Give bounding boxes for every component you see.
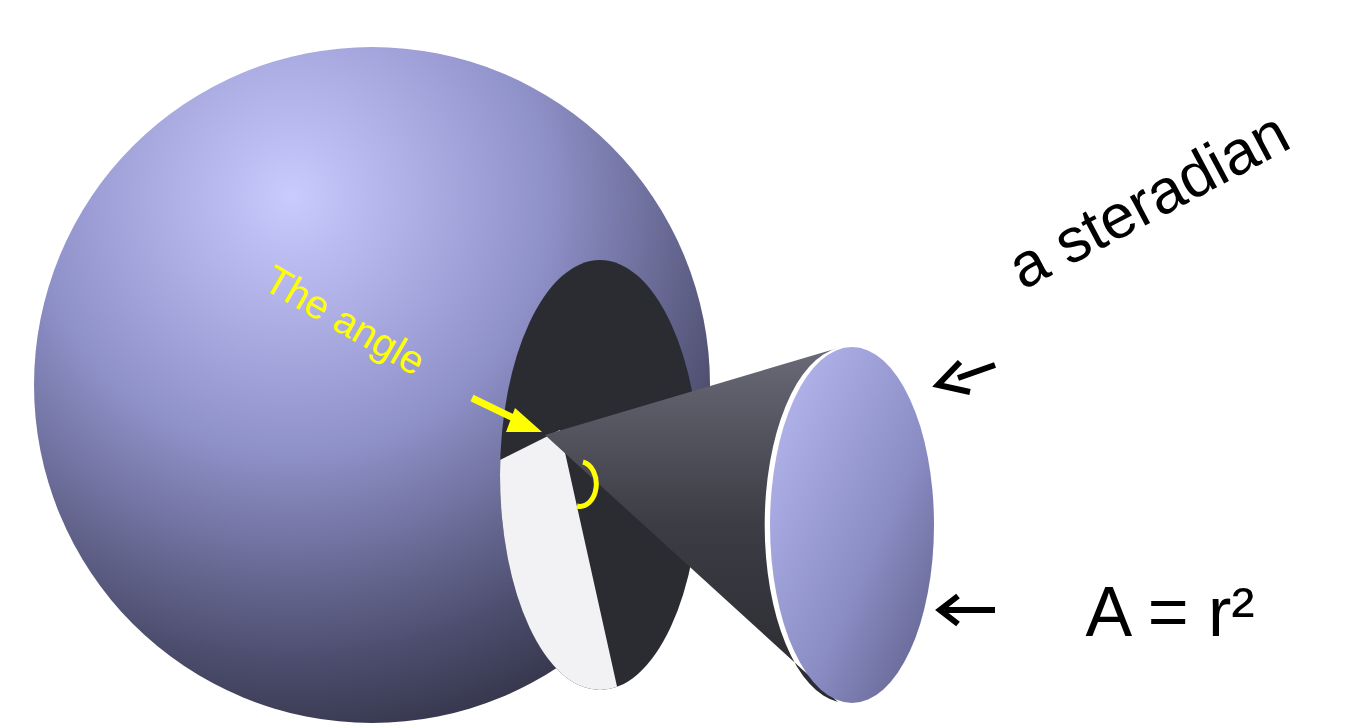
steradian-arrow	[958, 365, 995, 378]
area-formula: A = r²	[1085, 577, 1254, 647]
area-arrowhead	[940, 596, 958, 624]
steradian-label: a steradian	[998, 101, 1298, 300]
area-arrow	[945, 607, 995, 613]
angle-arc	[577, 462, 596, 506]
angle-arrowhead	[506, 408, 542, 432]
cone-base	[770, 347, 934, 703]
sphere	[34, 47, 710, 723]
steradian-arrowhead	[938, 362, 970, 392]
